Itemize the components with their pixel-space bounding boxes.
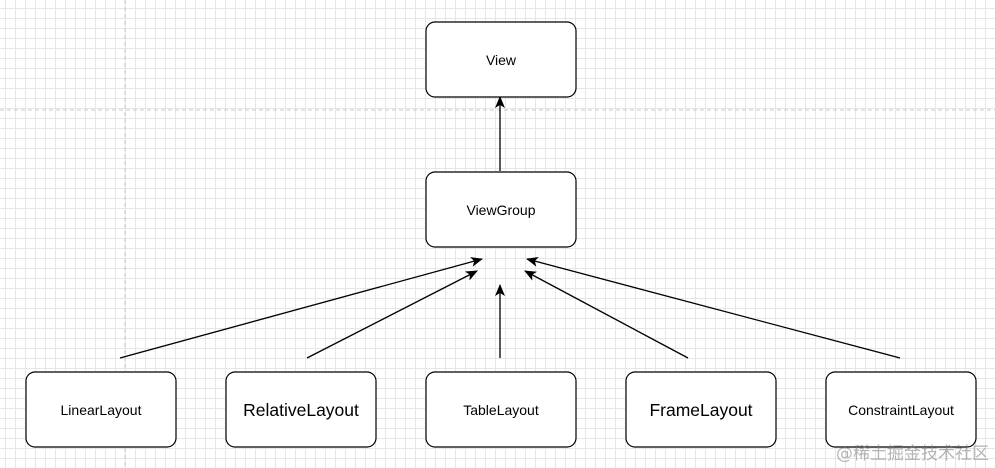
node-relativelayout-box[interactable] bbox=[225, 371, 377, 448]
node-linearlayout-box[interactable] bbox=[25, 371, 177, 448]
node-tablelayout[interactable]: TableLayout bbox=[425, 371, 577, 448]
node-tablelayout-box[interactable] bbox=[425, 371, 577, 448]
node-viewgroup-label: ViewGroup bbox=[466, 202, 535, 218]
node-relativelayout-label: RelativeLayout bbox=[243, 400, 359, 420]
node-linearlayout[interactable]: LinearLayout bbox=[25, 371, 177, 448]
node-viewgroup[interactable]: ViewGroup bbox=[425, 171, 577, 248]
edges-group bbox=[119, 96, 901, 359]
node-constraintlayout[interactable]: ConstraintLayout bbox=[825, 371, 977, 448]
node-framelayout-box[interactable] bbox=[625, 371, 777, 448]
node-framelayout-label: FrameLayout bbox=[649, 400, 752, 420]
node-framelayout[interactable]: FrameLayout bbox=[625, 371, 777, 448]
node-view[interactable]: View bbox=[425, 21, 577, 98]
node-constraintlayout-label: ConstraintLayout bbox=[848, 402, 954, 418]
node-constraintlayout-box[interactable] bbox=[825, 371, 977, 448]
node-tablelayout-label: TableLayout bbox=[463, 402, 539, 418]
edge-framelayout-to-viewgroup[interactable] bbox=[524, 270, 689, 359]
edge-constraintlayout-to-viewgroup[interactable] bbox=[526, 256, 901, 359]
node-viewgroup-box[interactable] bbox=[425, 171, 577, 248]
node-view-box[interactable] bbox=[425, 21, 577, 98]
node-linearlayout-label: LinearLayout bbox=[61, 402, 142, 418]
edge-relativelayout-to-viewgroup[interactable] bbox=[306, 270, 478, 359]
node-relativelayout[interactable]: RelativeLayout bbox=[225, 371, 377, 448]
watermark-text: @稀土掘金技术社区 bbox=[836, 444, 989, 464]
node-view-label: View bbox=[486, 52, 517, 68]
edge-linearlayout-to-viewgroup[interactable] bbox=[119, 257, 483, 359]
